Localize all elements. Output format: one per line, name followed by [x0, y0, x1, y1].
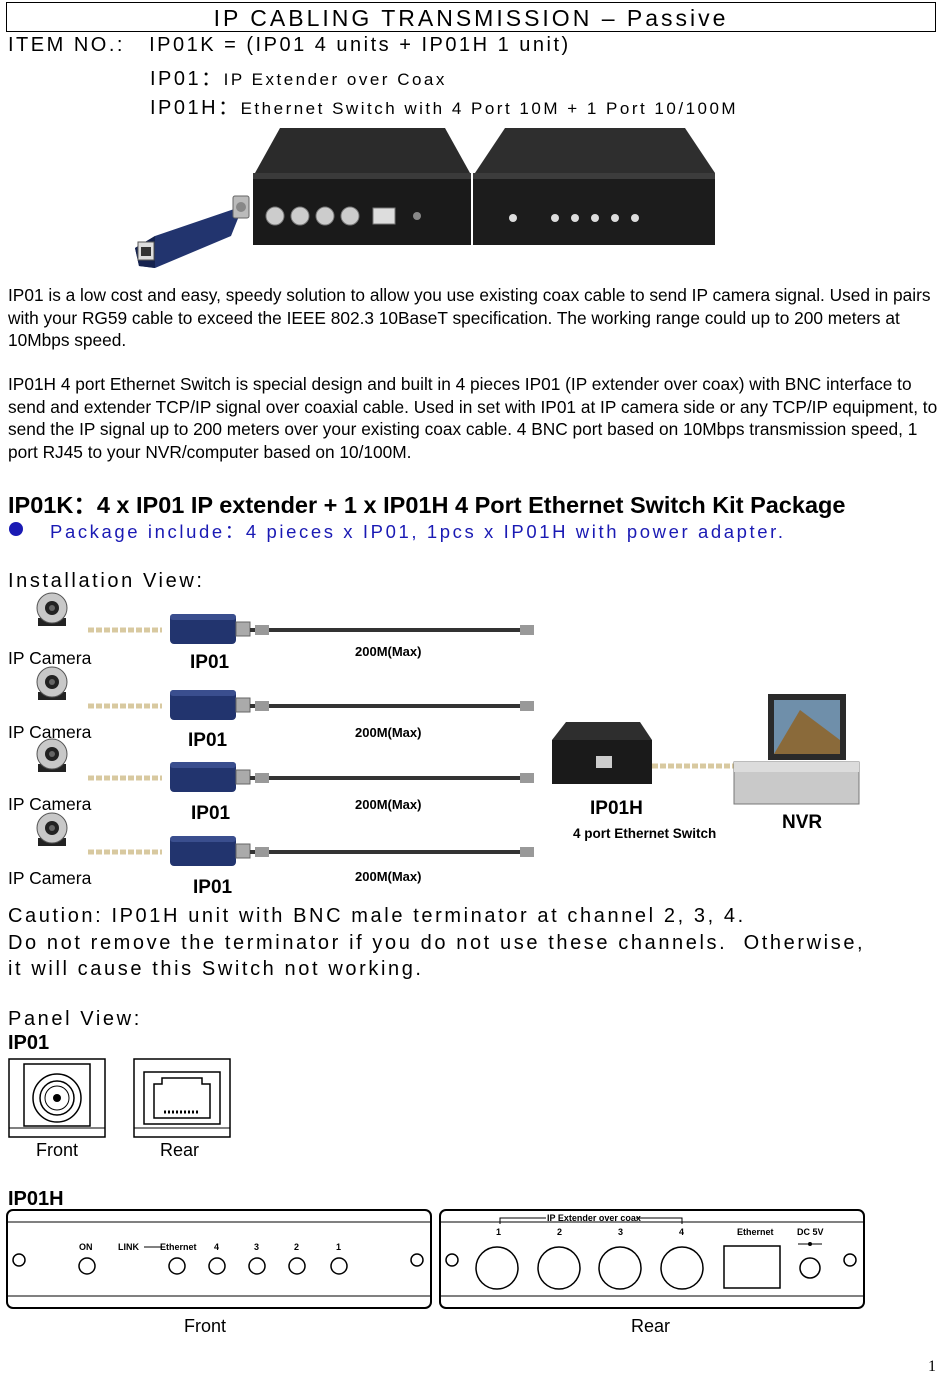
- ip-camera-icon: [36, 738, 68, 773]
- item-ip01h-line: IP01H：Ethernet Switch with 4 Port 10M + …: [150, 91, 738, 120]
- ip01-label-1: IP01: [190, 652, 230, 673]
- ip01h-install-sub: 4 port Ethernet Switch: [573, 826, 717, 841]
- camera-label-3: IP Camera: [8, 794, 92, 814]
- front-port4-label: 4: [214, 1242, 220, 1252]
- nvr-label: NVR: [782, 812, 823, 833]
- ip-camera-icon: [36, 812, 68, 847]
- port2-led-icon: [288, 1257, 306, 1275]
- camera-label-2: IP Camera: [8, 722, 92, 742]
- ip01-label-2: IP01: [188, 730, 228, 751]
- ip01-label-3: IP01: [191, 803, 231, 824]
- ip01h-front-panel: [6, 1209, 432, 1309]
- panel-view-heading: Panel View:: [8, 1008, 142, 1030]
- front-link-label: LINK: [118, 1242, 139, 1252]
- front-port1-label: 1: [336, 1242, 342, 1252]
- item-ip01h-code: IP01H：: [150, 97, 241, 119]
- package-include-text: Package include：4 pieces x IP01, 1pcs x …: [50, 521, 786, 542]
- bullet-icon: [9, 522, 23, 536]
- camera-label-1: IP Camera: [8, 648, 92, 668]
- install-row-3: [36, 738, 534, 793]
- nvr-icon: [733, 694, 860, 805]
- ip01h-switch-icon: [552, 722, 652, 784]
- bnc-port-3-icon: [598, 1246, 642, 1290]
- distance-label-4: 200M(Max): [355, 869, 422, 884]
- ip01h-rear-panel: [439, 1209, 865, 1309]
- item-ip01-desc: IP Extender over Coax: [223, 70, 447, 89]
- rear-group-label: IP Extender over coax: [547, 1213, 641, 1223]
- install-row-1: [36, 592, 534, 645]
- ip-camera-icon: [36, 592, 68, 627]
- intro-paragraph-ip01h: IP01H 4 port Ethernet Switch is special …: [8, 374, 938, 462]
- rear-c3-label: 3: [618, 1227, 624, 1237]
- item-ip01h-desc: Ethernet Switch with 4 Port 10M + 1 Port…: [240, 99, 739, 118]
- install-row-2: [36, 666, 534, 721]
- caution-line-2: Do not remove the terminator if you do n…: [8, 931, 866, 954]
- rj45-port-icon: [153, 1077, 211, 1119]
- ip01-panel-diagram: [8, 1058, 231, 1138]
- ip01-panel-title: IP01: [8, 1032, 50, 1054]
- item-ip01-code: IP01：: [150, 68, 224, 90]
- page-number: 1: [928, 1358, 936, 1375]
- ip01-label-4: IP01: [193, 877, 233, 898]
- screw-icon: [445, 1253, 459, 1267]
- ip01-extender-icon: [169, 835, 251, 867]
- distance-label-2: 200M(Max): [355, 725, 422, 740]
- bnc-port-4-icon: [660, 1246, 704, 1290]
- front-port3-label: 3: [254, 1242, 260, 1252]
- link-led-icon: [168, 1257, 186, 1275]
- rear-c1-label: 1: [496, 1227, 502, 1237]
- ip01h-rear-label: Rear: [631, 1316, 671, 1336]
- distance-label-1: 200M(Max): [355, 644, 422, 659]
- ip-camera-icon: [36, 666, 68, 701]
- ip01-rear-label: Rear: [160, 1140, 200, 1160]
- port3-led-icon: [248, 1257, 266, 1275]
- ip01h-install-label: IP01H: [590, 798, 643, 819]
- intro-paragraph-ip01: IP01 is a low cost and easy, speedy solu…: [8, 285, 931, 350]
- screw-icon: [12, 1253, 26, 1267]
- caution-line-3: it will cause this Switch not working.: [8, 958, 424, 980]
- rear-c4-label: 4: [679, 1227, 685, 1237]
- install-row-4: [36, 812, 534, 867]
- ip01-front-label: Front: [36, 1140, 79, 1160]
- page-title: IP CABLING TRANSMISSION – Passive: [6, 2, 936, 32]
- installation-heading: Installation View:: [8, 570, 205, 592]
- product-photo: [135, 128, 715, 268]
- dc-jack-icon: [799, 1257, 821, 1279]
- port4-led-icon: [208, 1257, 226, 1275]
- distance-label-3: 200M(Max): [355, 797, 422, 812]
- ip01-extender-icon: [169, 613, 251, 645]
- item-number-line: ITEM NO.: IP01K = (IP01 4 units + IP01H …: [8, 34, 571, 56]
- bnc-port-2-icon: [537, 1246, 581, 1290]
- rear-dc-label: DC 5V: [797, 1227, 824, 1237]
- ip01-extender-icon: [169, 689, 251, 721]
- front-ethernet-label: Ethernet: [160, 1242, 197, 1252]
- ip01h-panel-title: IP01H: [8, 1188, 64, 1210]
- front-port2-label: 2: [294, 1242, 300, 1252]
- rear-c2-label: 2: [557, 1227, 563, 1237]
- caution-block: Caution: IP01H unit with BNC male termin…: [8, 903, 865, 983]
- port1-led-icon: [330, 1257, 348, 1275]
- ip01h-front-image: [473, 128, 715, 245]
- ip01h-front-label: Front: [184, 1316, 227, 1336]
- on-led-icon: [78, 1257, 96, 1275]
- ip01-rear-panel: [133, 1058, 231, 1138]
- rj45-port-icon: [723, 1245, 781, 1289]
- ip01-extender-icon: [169, 761, 251, 793]
- item-ip01-line: IP01：IP Extender over Coax: [150, 62, 447, 91]
- rear-ethernet-label: Ethernet: [737, 1227, 774, 1237]
- camera-label-4: IP Camera: [8, 868, 92, 888]
- installation-diagram: [36, 592, 860, 867]
- screw-icon: [843, 1253, 857, 1267]
- ip01h-rear-image: [253, 128, 471, 245]
- ip01-front-panel: [8, 1058, 106, 1138]
- front-on-label: ON: [79, 1242, 93, 1252]
- ip01-device-image: [135, 195, 250, 268]
- screw-icon: [410, 1253, 424, 1267]
- caution-line-1: Caution: IP01H unit with BNC male termin…: [8, 905, 746, 927]
- bnc-connector-icon: [32, 1073, 82, 1123]
- kit-heading: IP01K：4 x IP01 IP extender + 1 x IP01H 4…: [8, 492, 846, 518]
- bnc-port-1-icon: [475, 1246, 519, 1290]
